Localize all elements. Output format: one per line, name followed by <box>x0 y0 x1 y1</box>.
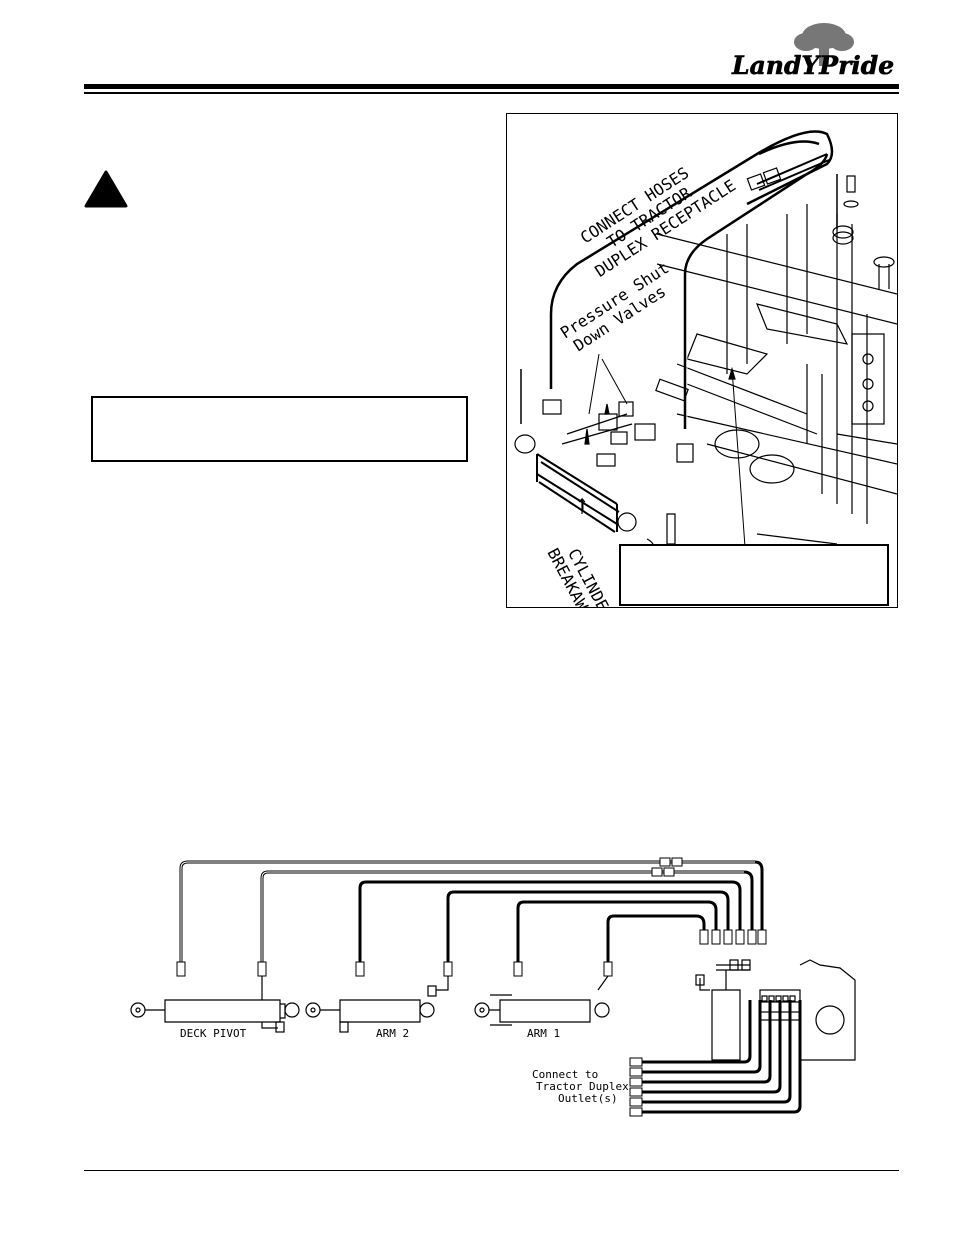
tree-icon <box>794 23 854 66</box>
header-rule-thin <box>84 92 899 94</box>
footer-rule <box>84 1170 899 1171</box>
label-connect-line3: Outlet(s) <box>558 1092 618 1105</box>
label-arm-1: ARM 1 <box>527 1027 560 1040</box>
label-connect-line1: Connect to <box>532 1068 598 1081</box>
callout-box <box>91 396 468 462</box>
logo-wordmark: LandYPride <box>731 51 894 80</box>
header-rule-thick <box>84 84 899 89</box>
label-deck-pivot: DECK PIVOT <box>180 1027 247 1040</box>
label-connect-line2: Tractor Duplex <box>536 1080 629 1093</box>
hydraulic-schematic: DECK PIVOT ARM 2 ARM 1 Connect to Tracto… <box>130 857 856 1117</box>
breakaway-cylinder-figure: CONNECT HOSES TO TRACTOR DUPLEX RECEPTAC… <box>506 113 898 608</box>
warning-triangle-icon <box>84 170 128 208</box>
figure1-callout-box <box>619 544 889 606</box>
label-arm-2: ARM 2 <box>376 1027 409 1040</box>
breakaway-drawing: CONNECT HOSES TO TRACTOR DUPLEX RECEPTAC… <box>514 130 897 607</box>
landpride-logo: LandYPride <box>731 23 894 80</box>
